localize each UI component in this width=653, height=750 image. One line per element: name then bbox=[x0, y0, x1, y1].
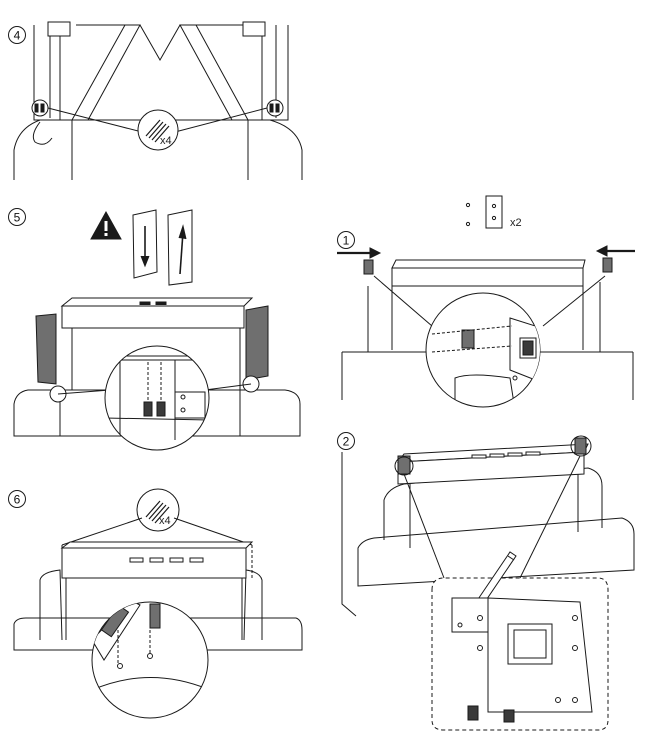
screw-icon bbox=[145, 119, 170, 143]
step-4-screws-detail bbox=[137, 109, 179, 151]
step-4-panel: 4 bbox=[8, 21, 303, 180]
panel-insert-up bbox=[167, 209, 193, 286]
step-4-badge: 4 bbox=[8, 26, 26, 44]
arrow-left-icon bbox=[595, 245, 635, 257]
step-5-badge: 5 bbox=[8, 208, 26, 226]
step-4-number: 4 bbox=[14, 29, 21, 43]
step-5-number: 5 bbox=[14, 211, 21, 225]
step-6-panel: 6 x4 bbox=[8, 488, 303, 719]
step-4-right-screw-callout bbox=[266, 99, 284, 117]
step-1-badge: 1 bbox=[337, 231, 355, 249]
step-1-quantity: x2 bbox=[510, 217, 522, 229]
step-4-left-screw-callout bbox=[31, 99, 49, 117]
step-6-quantity: x4 bbox=[159, 515, 171, 527]
step-6-badge: 6 bbox=[8, 490, 26, 508]
cabinet bbox=[60, 541, 254, 549]
step-5-detail-circle bbox=[104, 345, 210, 451]
step-1-panel: 1 x2 bbox=[337, 195, 635, 408]
right-side-panel bbox=[261, 25, 289, 121]
step-2-number: 2 bbox=[343, 435, 350, 449]
step-2-panel: 2 bbox=[337, 432, 635, 731]
warning-icon bbox=[90, 210, 122, 240]
left-side-panel bbox=[33, 25, 61, 121]
cable bbox=[32, 121, 53, 145]
left-grey-panel bbox=[35, 313, 57, 385]
bracket-icon bbox=[465, 195, 503, 229]
step-1-number: 1 bbox=[343, 234, 350, 248]
screw-icon bbox=[145, 500, 170, 524]
arrow-right-icon bbox=[337, 247, 382, 259]
step-2-badge: 2 bbox=[337, 432, 355, 450]
step-6-number: 6 bbox=[14, 493, 21, 507]
cabinet bbox=[391, 259, 586, 269]
step-4-quantity: x4 bbox=[160, 135, 172, 147]
right-grey-panel bbox=[245, 305, 269, 381]
step-6-screws-detail bbox=[136, 488, 180, 532]
step-5-panel: 5 bbox=[8, 208, 301, 451]
